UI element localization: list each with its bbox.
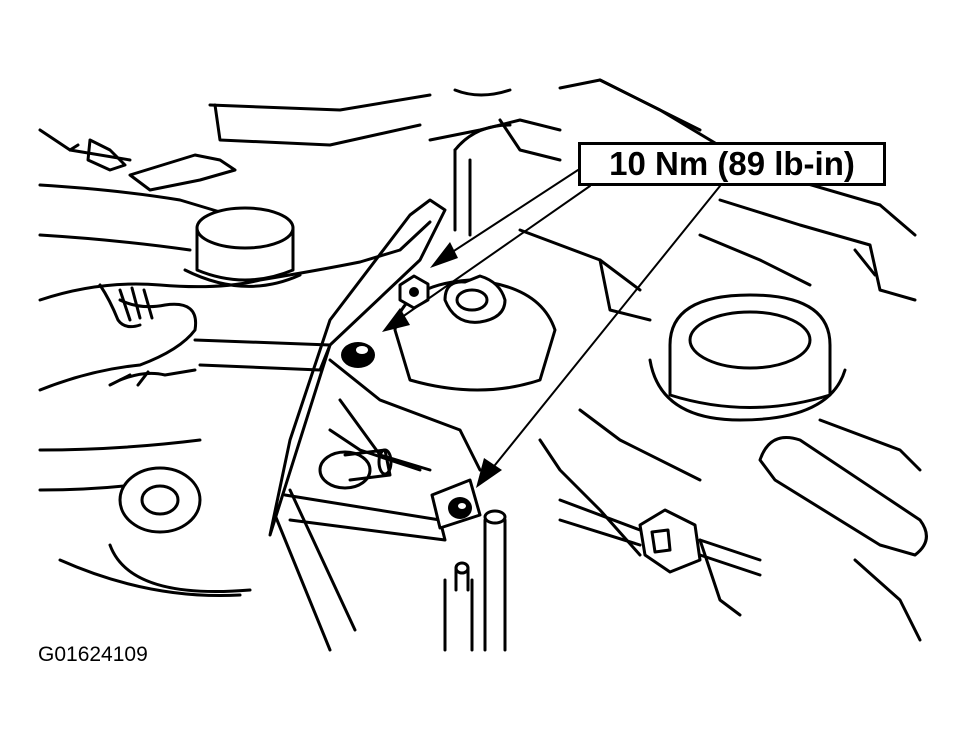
master-cylinder-body — [318, 358, 482, 490]
mount-boss — [118, 466, 202, 534]
coolant-reservoir-cap — [183, 206, 302, 288]
engine-bay-background-lines — [38, 78, 922, 642]
mounting-bracket — [268, 198, 447, 652]
arrow-pointer-icon — [476, 458, 502, 488]
figure-id: G01624109 — [38, 643, 148, 666]
torque-callout: 10 Nm (89 lb-in) — [578, 142, 886, 186]
reservoir-cap-center — [393, 274, 557, 392]
arrow-pointer-icon — [382, 308, 410, 332]
bolt-icon — [341, 342, 375, 368]
arrow-pointer-icon — [430, 242, 458, 268]
leader-line-2 — [394, 185, 591, 323]
nut-icon — [398, 274, 430, 310]
lower-posts — [443, 509, 507, 652]
torque-label: 10 Nm (89 lb-in) — [609, 145, 855, 182]
nut-icon — [430, 478, 482, 530]
callout-leaders — [382, 169, 721, 488]
hose-clip — [558, 498, 762, 577]
hose-assembly — [38, 220, 432, 392]
right-cylinder — [648, 293, 928, 557]
leader-line-1 — [439, 169, 579, 261]
leader-line-3 — [494, 185, 721, 466]
fastener-group — [341, 274, 482, 530]
